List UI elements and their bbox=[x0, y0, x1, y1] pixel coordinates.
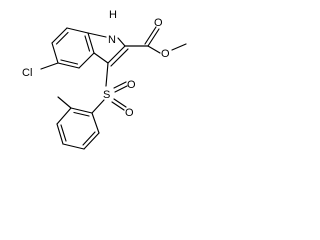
atom-label-carbonyl-o: O bbox=[154, 17, 163, 29]
sulfonyl-group bbox=[91, 62, 128, 114]
chloro-bond bbox=[40, 62, 59, 70]
pyrrole-ring bbox=[87, 32, 129, 67]
ester-group bbox=[124, 26, 187, 54]
tolyl-ring bbox=[56, 96, 100, 150]
methyl-bond bbox=[57, 96, 72, 109]
atom-label-n: N bbox=[108, 34, 116, 46]
atom-label-sulfonyl-o-lower: O bbox=[125, 107, 134, 119]
benzene-ring bbox=[51, 27, 95, 69]
atom-label-sulfonyl-o-upper: O bbox=[127, 79, 136, 91]
atom-label-cl: Cl bbox=[22, 67, 32, 79]
structure-diagram: H N Cl O O S O O bbox=[22, 9, 187, 150]
atom-label-ester-o: O bbox=[161, 48, 170, 60]
atom-label-h: H bbox=[109, 9, 117, 21]
atom-label-sulfur: S bbox=[103, 89, 110, 101]
